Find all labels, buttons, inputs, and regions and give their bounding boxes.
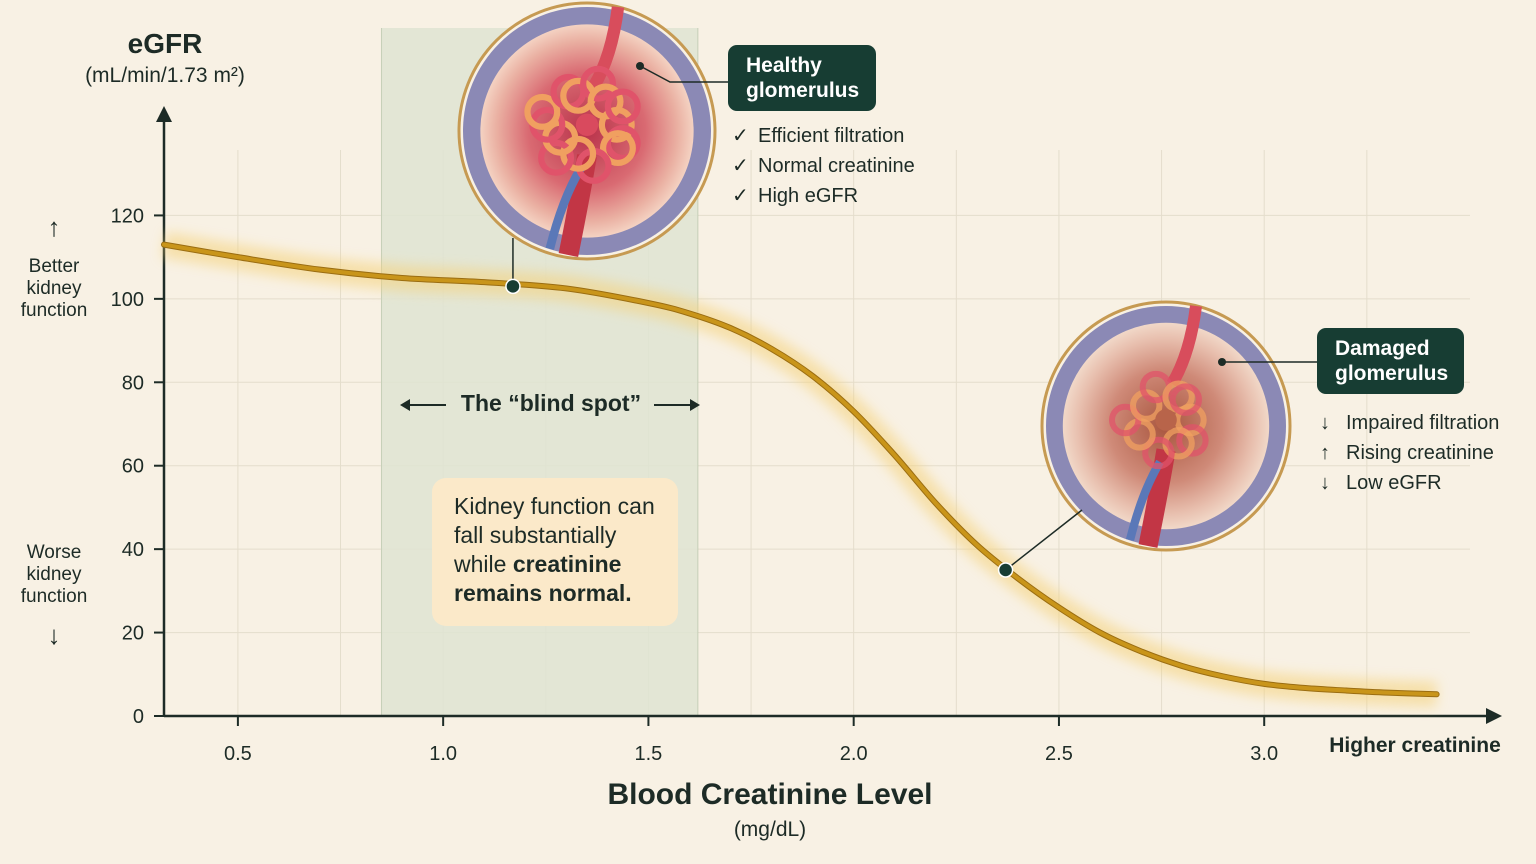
healthy-point-marker: [505, 278, 521, 295]
y-tick-label: 60: [122, 456, 144, 478]
y-axis-arrowhead: [156, 106, 172, 122]
note-box: Kidney function can fall substantially w…: [432, 478, 678, 626]
capillary-loop: [599, 130, 636, 167]
top-vessel: [587, 6, 625, 91]
healthy-glomerulus-illustration: [457, 1, 717, 261]
damaged-glomerulus-illustration: [1040, 300, 1292, 552]
y-tick-label: 100: [111, 289, 144, 311]
efferent-vessel: [545, 165, 585, 250]
healthy-glomerulus-badge: Healthy glomerulus: [728, 45, 876, 111]
list-item: ✓High eGFR: [732, 181, 915, 211]
egfr-curve-line: [162, 242, 1439, 697]
list-item: ↑Rising creatinine: [1320, 438, 1499, 468]
blind-spot-right-arrowhead: [690, 399, 700, 411]
list-item: ↓Impaired filtration: [1320, 408, 1499, 438]
y-tick-label: 40: [122, 539, 144, 561]
y-axis-unit: (mL/min/1.73 m²): [85, 64, 245, 87]
worse-function-label: Worse kidney function ↓: [8, 542, 100, 648]
down-arrow-icon: ↓: [1320, 472, 1330, 494]
glomerulus-core: [1155, 409, 1177, 431]
top-vessel: [1166, 305, 1202, 388]
capillary-loop: [604, 125, 641, 162]
capillary-loop: [587, 83, 624, 120]
healthy-badge-connector: [639, 65, 728, 83]
better-function-label: ↑ Better kidney function: [8, 214, 100, 322]
x-tick-label: 1.5: [635, 743, 663, 765]
x-axis-unit: (mg/dL): [733, 818, 807, 841]
down-arrow-icon: ↓: [47, 620, 61, 650]
x-tick-label: 3.0: [1250, 743, 1278, 765]
x-tick-label: 1.0: [429, 743, 457, 765]
check-icon: ✓: [732, 125, 749, 147]
damaged-badge-connector-dot: [1218, 358, 1226, 366]
blind-spot-left-arrowhead: [400, 399, 410, 411]
x-axis-title: Blood Creatinine Level: [607, 778, 933, 811]
list-item: ↓Low eGFR: [1320, 468, 1499, 498]
note-bold-text: creatinine remains normal.: [454, 551, 632, 606]
y-axis-title: eGFR: [127, 28, 203, 59]
capillary-loop: [604, 88, 641, 125]
y-tick-label: 80: [122, 372, 144, 394]
down-arrow-icon: ↓: [1320, 412, 1330, 434]
y-tick-label: 120: [111, 205, 144, 227]
damaged-leader-line: [1005, 509, 1083, 571]
capillary-loop: [538, 139, 575, 176]
healthy-list: ✓Efficient filtration ✓Normal creatinine…: [732, 121, 915, 211]
up-arrow-icon: ↑: [47, 212, 61, 242]
list-item: ✓Efficient filtration: [732, 121, 915, 151]
y-tick-label: 0: [133, 706, 144, 728]
capillary-loop: [524, 93, 561, 130]
capillary-loop: [580, 65, 617, 102]
glomerulus-core: [575, 113, 599, 136]
capillary-loop: [1176, 424, 1209, 457]
x-axis-title-block: Blood Creatinine Level (mg/dL): [400, 778, 1140, 842]
afferent-vessel: [1138, 448, 1176, 548]
x-tick-label: 0.5: [224, 743, 252, 765]
x-tick-label: 2.0: [840, 743, 868, 765]
damaged-glomerulus-badge: Damaged glomerulus: [1317, 328, 1464, 394]
check-icon: ✓: [732, 185, 749, 207]
x-tick-label: 2.5: [1045, 743, 1073, 765]
blind-spot-label: The “blind spot”: [460, 390, 642, 416]
damaged-list: ↓Impaired filtration ↑Rising creatinine …: [1320, 408, 1499, 498]
capillary-loop: [1109, 403, 1142, 437]
higher-creatinine-label: Higher creatinine: [1329, 734, 1501, 757]
up-arrow-icon: ↑: [1320, 442, 1330, 464]
capillary-loop: [1142, 436, 1175, 470]
x-axis-arrowhead: [1486, 708, 1502, 724]
check-icon: ✓: [732, 155, 749, 177]
damaged-point-marker: [997, 562, 1014, 578]
y-axis-title-block: eGFR (mL/min/1.73 m²): [60, 28, 270, 88]
healthy-badge-connector-dot: [636, 62, 644, 70]
y-tick-label: 20: [122, 623, 144, 645]
note-text: Kidney function can fall substantially w…: [454, 493, 655, 577]
list-item: ✓Normal creatinine: [732, 151, 915, 181]
capillary-loop: [1169, 383, 1203, 416]
